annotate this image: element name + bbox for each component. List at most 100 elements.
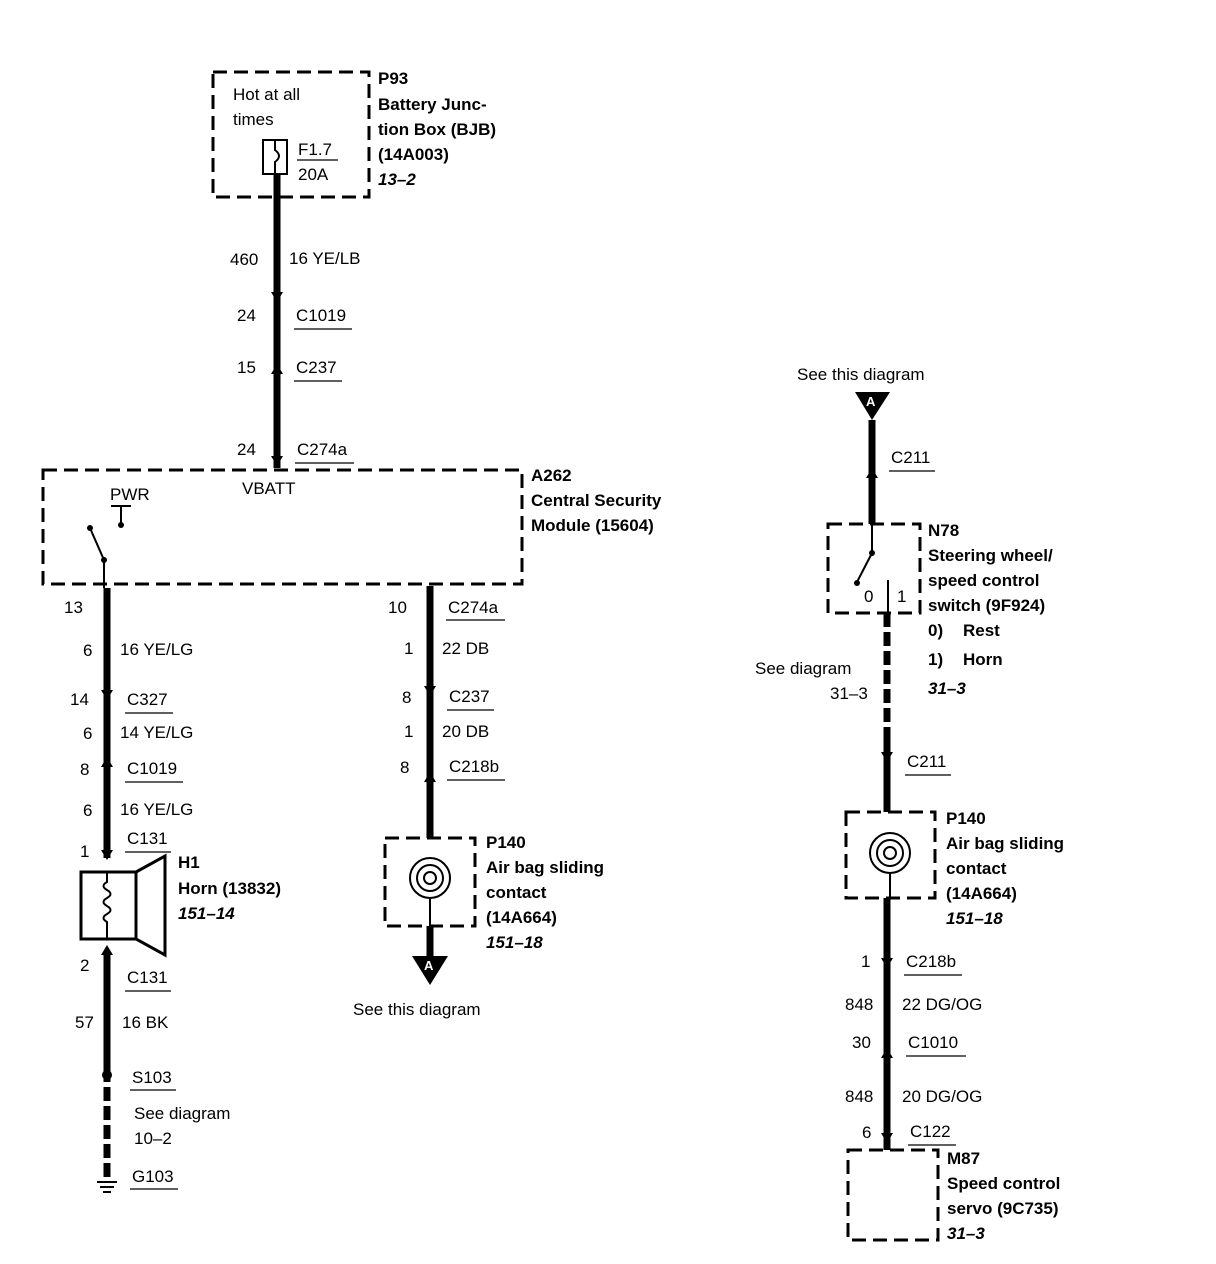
left-w4-circuit: 57 (75, 1013, 94, 1032)
left-w1-circuit: 6 (83, 641, 92, 660)
a262-central-security-module: VBATT PWR A262 Central Security Module (… (41, 466, 662, 588)
a262-id: A262 (531, 466, 572, 485)
c1019-top-name: C1019 (296, 306, 346, 325)
n78-id: N78 (928, 521, 959, 540)
mid-p140-name-1: Air bag sliding (486, 858, 604, 877)
horn-coil-icon (102, 872, 112, 939)
wire-460-label: 16 YE/LB (289, 249, 361, 268)
c218b-right-arrow (881, 958, 893, 968)
c274a-top-name: C274a (297, 440, 348, 459)
n78-name-2: speed control (928, 571, 1039, 590)
c1019-arrow (101, 757, 113, 767)
mid-marker-icon (412, 956, 448, 985)
mid-c237-name: C237 (449, 687, 490, 706)
right-p140-name-3: (14A664) (946, 884, 1017, 903)
n78-name-3: switch (9F924) (928, 596, 1045, 615)
mid-see: See this diagram (353, 1000, 481, 1019)
mid-w2-circuit: 1 (404, 722, 413, 741)
connector-c237-arrow (271, 364, 283, 374)
right-w2-label: 20 DG/OG (902, 1087, 982, 1106)
right-clockspring-icon (869, 832, 911, 874)
right-p140-name-2: contact (946, 859, 1007, 878)
p93-amps: 20A (298, 165, 329, 184)
left-w3-label: 16 YE/LG (120, 800, 193, 819)
c211-bot-arrow (881, 752, 893, 762)
a262-pin-13: 13 (64, 598, 83, 617)
c211-bot: C211 (907, 752, 946, 771)
wire-460: 460 16 YE/LB 24 C1019 15 C237 24 C274a (230, 175, 361, 468)
c131a-name: C131 (127, 829, 168, 848)
m87-name-1: Speed control (947, 1174, 1060, 1193)
right-p140-name-1: Air bag sliding (946, 834, 1064, 853)
left-w2-circuit: 6 (83, 724, 92, 743)
m87-id: M87 (947, 1149, 980, 1168)
p93-name-2: tion Box (BJB) (378, 120, 496, 139)
n78-pos1: 1 (897, 587, 906, 606)
right-p140-ref: 151–18 (946, 909, 1003, 928)
right-see-top: See this diagram (797, 365, 925, 384)
c131b-name: C131 (127, 968, 168, 987)
air-bag-branch-middle: 10 C274a 1 22 DB 8 C237 1 20 DB 8 C218b … (353, 586, 604, 1019)
right-see-1: See diagram (755, 659, 851, 678)
c1010-name: C1010 (908, 1033, 958, 1052)
c122-arrow (881, 1133, 893, 1143)
m87-box (846, 1148, 940, 1242)
mid-c218b-arrow (424, 772, 436, 782)
p93-hot-line-1: Hot at all (233, 85, 300, 104)
c1019-pin: 8 (80, 760, 89, 779)
p93-hot-line-2: times (233, 110, 274, 129)
c327-pin: 14 (70, 690, 89, 709)
c131b-pin: 2 (80, 956, 89, 975)
n78-ref: 31–3 (928, 679, 966, 698)
n78-opt0: Rest (963, 621, 1000, 640)
s103: S103 (132, 1068, 172, 1087)
left-see-2: 10–2 (134, 1129, 172, 1148)
c327-name: C327 (127, 690, 168, 709)
left-w1-label: 16 YE/LG (120, 640, 193, 659)
mid-c274a-name: C274a (448, 598, 499, 617)
n78-opt1-num: 1) (928, 650, 943, 669)
mid-w1-label: 22 DB (442, 639, 489, 658)
g103: G103 (132, 1167, 174, 1186)
m87-ref: 31–3 (947, 1224, 985, 1243)
p93-name-3: (14A003) (378, 145, 449, 164)
horn-name: Horn (13832) (178, 879, 281, 898)
a262-name-2: Module (15604) (531, 516, 654, 535)
clockspring-icon (409, 857, 451, 899)
c131a-pin: 1 (80, 842, 89, 861)
right-see-2: 31–3 (830, 684, 868, 703)
mid-c237-arrow (424, 686, 436, 696)
horn-ref: 151–14 (178, 904, 235, 923)
fuse-element (274, 140, 280, 174)
mid-w2-label: 20 DB (442, 722, 489, 741)
n78-box (826, 522, 922, 615)
mid-c237-pin: 8 (402, 688, 411, 707)
p93-fuse: F1.7 (298, 140, 332, 159)
c237-top-pin: 15 (237, 358, 256, 377)
connector-c1019-arrow (271, 292, 283, 302)
p93-box (211, 70, 371, 199)
mid-p140-id: P140 (486, 833, 526, 852)
speed-control-branch: See this diagram A C211 0 1 N78 Steering… (755, 365, 1064, 1243)
connector-c274a-arrow (271, 456, 283, 466)
right-marker: A (866, 394, 876, 409)
mid-c218b-name: C218b (449, 757, 499, 776)
n78-opt1: Horn (963, 650, 1003, 669)
c237-top-name: C237 (296, 358, 337, 377)
c122-name: C122 (910, 1122, 951, 1141)
c1019-top-pin: 24 (237, 306, 256, 325)
mid-c218b-pin: 8 (400, 758, 409, 777)
wire-460-circuit: 460 (230, 250, 258, 269)
left-w3-circuit: 6 (83, 801, 92, 820)
right-c218b-name: C218b (906, 952, 956, 971)
a262-vbatt: VBATT (242, 479, 296, 498)
ground-icon (97, 1181, 117, 1193)
a262-box (41, 468, 524, 586)
p93-battery-junction-box: Hot at all times F1.7 20A P93 Battery Ju… (211, 69, 496, 199)
left-see-1: See diagram (134, 1104, 230, 1123)
a262-name-1: Central Security (531, 491, 662, 510)
n78-pos0: 0 (864, 587, 873, 606)
n78-switch-icon (856, 552, 873, 583)
c327-arrow (101, 690, 113, 700)
